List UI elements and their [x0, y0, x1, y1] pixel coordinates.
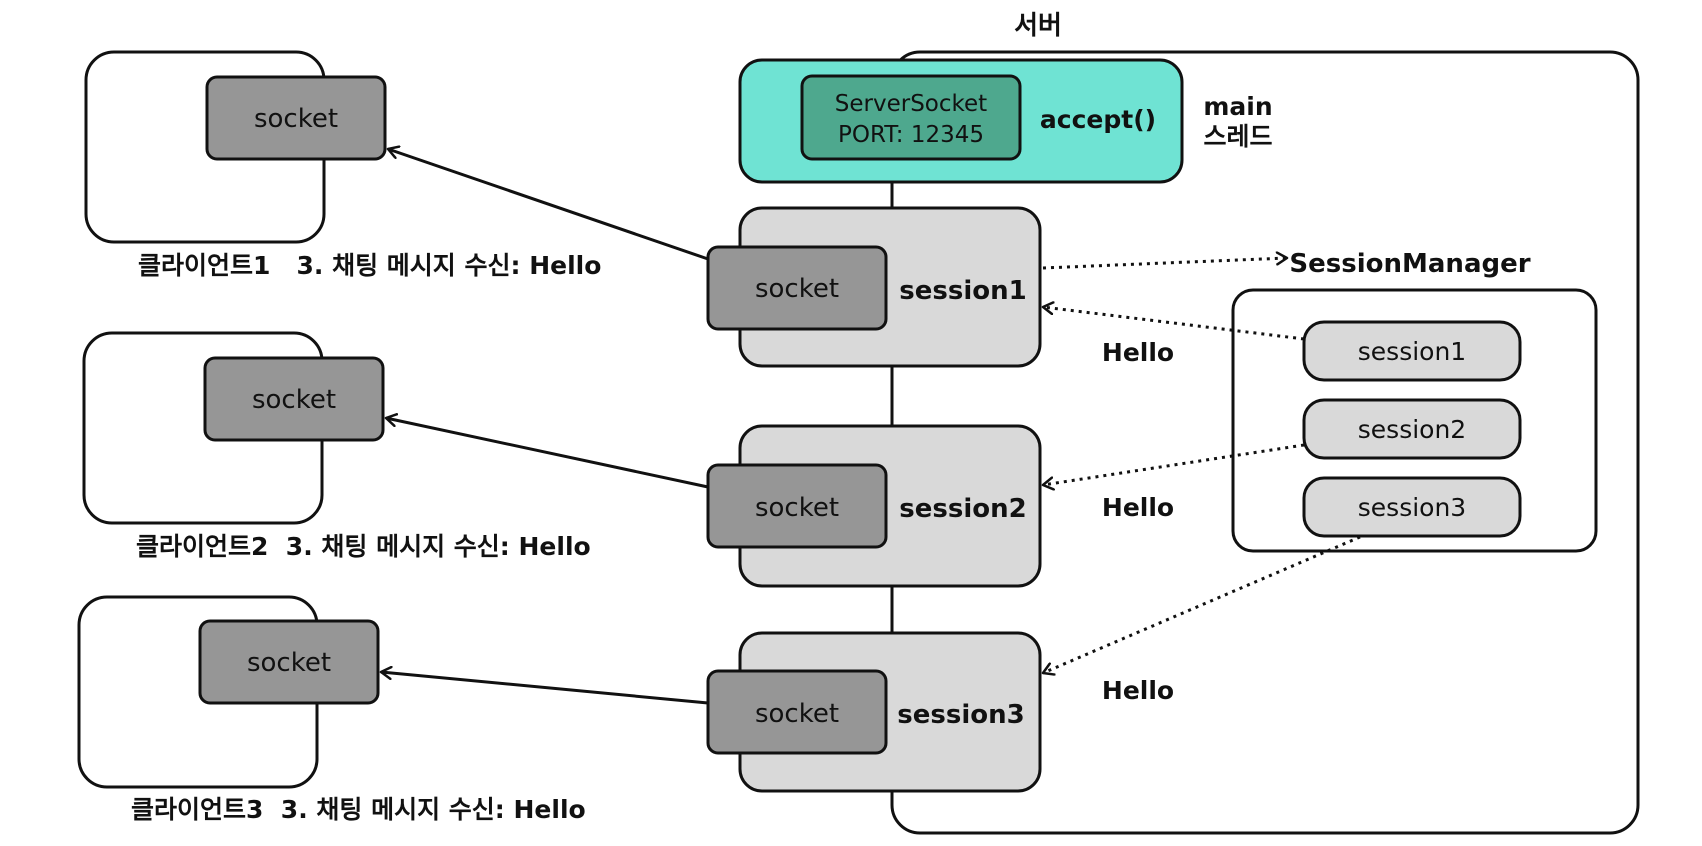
- client3-socket-label: socket: [247, 648, 331, 678]
- client1-label: 클라이언트1 3. 채팅 메시지 수신: Hello: [138, 251, 601, 280]
- server-title: 서버: [1014, 11, 1062, 41]
- session2-socket: [706, 463, 888, 549]
- arrow-session1-to-manager: [1042, 258, 1287, 270]
- session1-label: session1: [899, 276, 1026, 306]
- session3-socket: [706, 669, 888, 755]
- manager-item-session3-label: session3: [1358, 493, 1466, 522]
- hello-label-3: Hello: [1102, 676, 1174, 705]
- session2-label: session2: [899, 494, 1026, 524]
- manager-item-session1-label: session1: [1358, 337, 1466, 366]
- server-socket-box: [800, 74, 1022, 161]
- arrow-session3-to-client3: [381, 672, 709, 705]
- client3-label: 클라이언트3 3. 채팅 메시지 수신: Hello: [131, 795, 586, 824]
- client1-socket-label: socket: [254, 104, 338, 134]
- client3-socket: [198, 619, 380, 705]
- manager-item-session2: [1302, 398, 1522, 460]
- server-socket-label: ServerSocket: [835, 91, 987, 117]
- arrow-session1-to-client1: [388, 149, 709, 261]
- session3-label: session3: [897, 700, 1024, 730]
- manager-item-session3: [1302, 476, 1522, 538]
- client2-socket-label: socket: [252, 385, 336, 415]
- session1-socket-label: socket: [755, 274, 839, 304]
- main-thread-label-line1: main: [1203, 92, 1272, 121]
- hello-label-1: Hello: [1102, 338, 1174, 367]
- session2-socket-label: socket: [755, 493, 839, 523]
- session3-socket-label: socket: [755, 699, 839, 729]
- server-socket-port: PORT: 12345: [838, 122, 984, 148]
- arrow-session2-to-client2: [386, 418, 709, 489]
- manager-item-session1: [1302, 320, 1522, 382]
- client1-socket: [205, 75, 387, 161]
- client2-label: 클라이언트2 3. 채팅 메시지 수신: Hello: [136, 532, 591, 561]
- arrow-manager-to-session3: [1043, 535, 1361, 673]
- accept-label: accept(): [1040, 105, 1156, 134]
- manager-item-session2-label: session2: [1358, 415, 1466, 444]
- session1-socket: [706, 245, 888, 331]
- main-thread-label-line2: 스레드: [1203, 122, 1272, 151]
- session-manager-title: SessionManager: [1289, 249, 1530, 279]
- hello-label-2: Hello: [1102, 493, 1174, 522]
- client2-socket: [203, 356, 385, 442]
